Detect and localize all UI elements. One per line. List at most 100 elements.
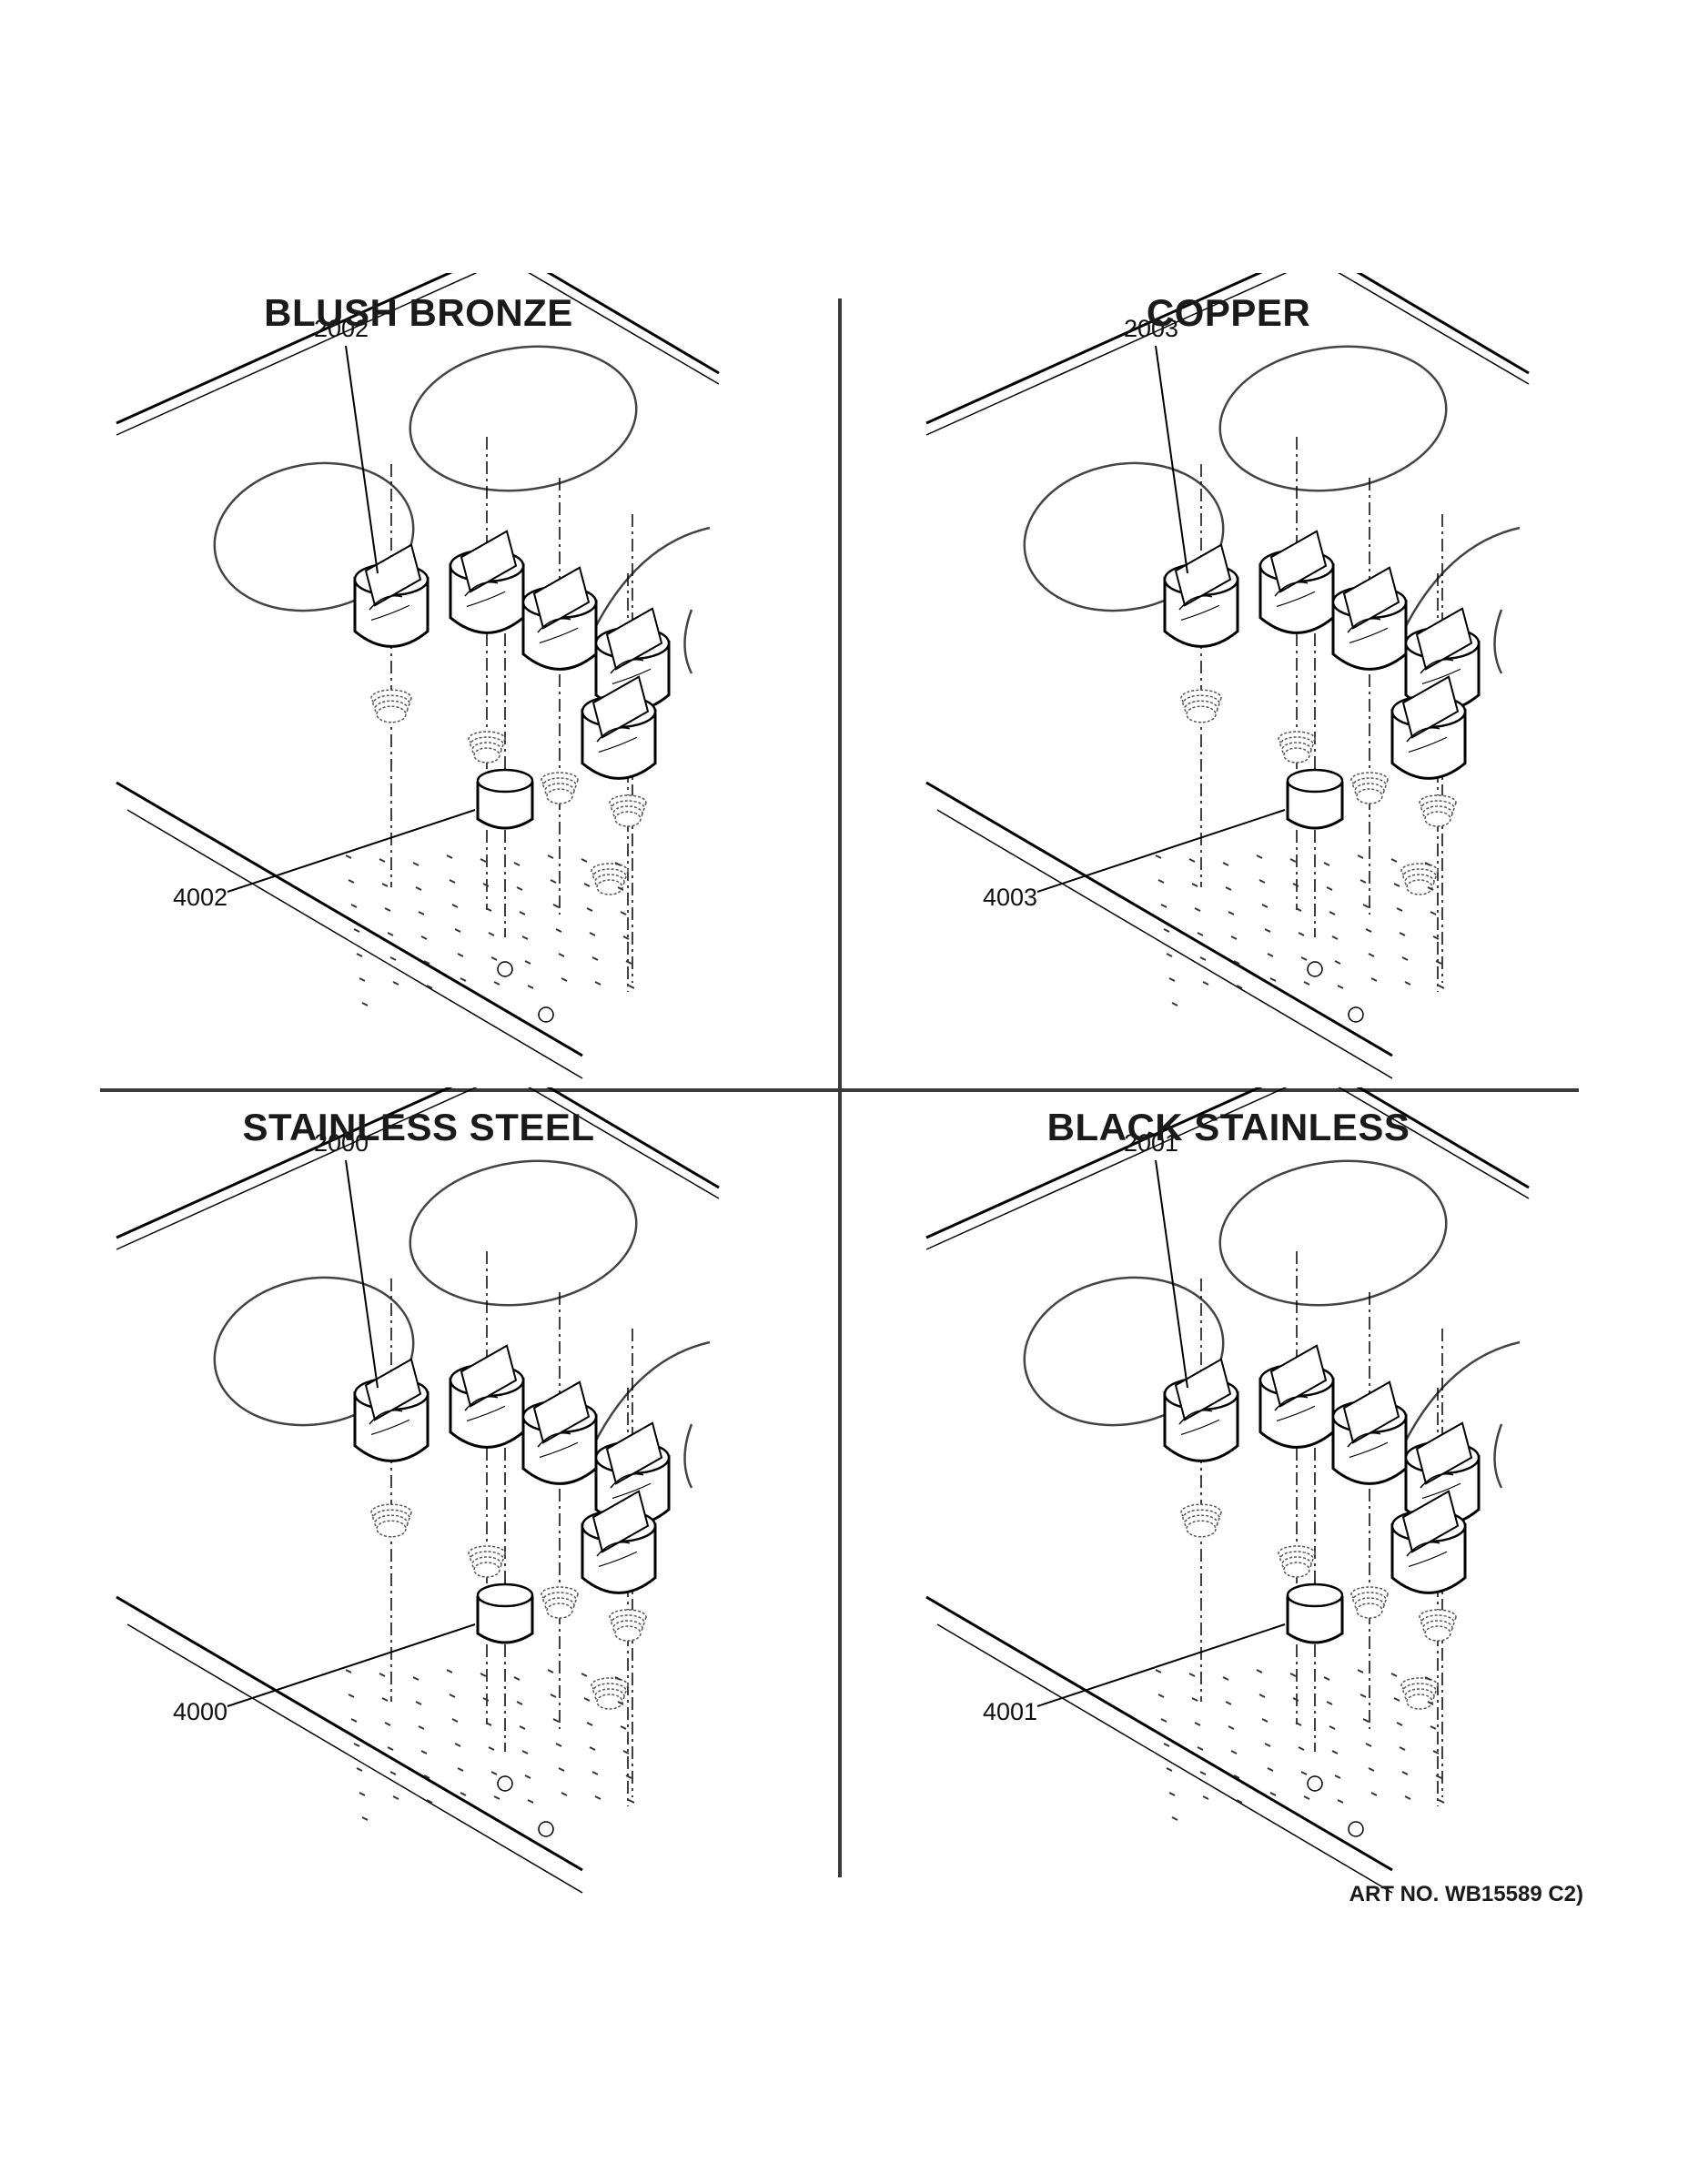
panel-marking — [1295, 1722, 1302, 1726]
panel-marking — [591, 1771, 599, 1775]
panel-marking — [513, 862, 521, 866]
panel-marking — [628, 985, 635, 989]
panel-marking — [1199, 1771, 1207, 1775]
panel-marking — [591, 956, 599, 961]
panel-marking — [359, 1792, 366, 1796]
knob-spring — [1278, 1545, 1316, 1578]
control-knob — [581, 1490, 657, 1594]
panel-marking — [1236, 1799, 1243, 1804]
panel-marking — [1256, 1669, 1263, 1673]
panel-marking — [1393, 1697, 1400, 1702]
panel-marking — [581, 858, 588, 863]
panel-marking — [345, 1669, 352, 1673]
panel-marking — [361, 1002, 369, 1006]
panel-marking — [1399, 932, 1406, 936]
panel-marking — [1365, 1743, 1372, 1747]
control-knob — [449, 530, 525, 634]
panel-marking — [1233, 1774, 1240, 1779]
panel-marking — [1362, 904, 1370, 908]
control-knob — [353, 543, 430, 648]
panel-marking — [1199, 956, 1207, 961]
cooktop-edge-inner — [925, 273, 1530, 436]
panel-marking — [1202, 981, 1209, 986]
panel-marking — [389, 956, 397, 961]
panel-marking — [620, 911, 627, 915]
panel-marking — [1160, 1718, 1167, 1723]
panel-marking — [1334, 1774, 1341, 1779]
panel-marking — [547, 1669, 554, 1673]
panel-marking — [555, 928, 562, 933]
burner-ring-far-right — [1493, 1423, 1503, 1489]
panel-marking — [392, 981, 399, 986]
panel-marking — [449, 879, 456, 884]
panel-marking — [586, 1722, 593, 1726]
panel-marking — [1292, 1697, 1299, 1702]
panel-marking — [1329, 911, 1336, 915]
panel-marking — [1370, 977, 1378, 982]
panel-marking — [552, 1718, 560, 1723]
panel-marking — [1357, 1669, 1364, 1673]
panel-marking — [1298, 932, 1305, 936]
cooktop-edge — [925, 1087, 1530, 1239]
panel-marking — [1233, 960, 1240, 965]
panel-marking — [1261, 904, 1269, 908]
knob-spring — [1419, 794, 1457, 827]
callout-leader — [1036, 809, 1286, 893]
panel-marking — [521, 1750, 529, 1754]
panel-marking — [513, 1676, 521, 1681]
control-knob — [1258, 1344, 1335, 1449]
knob-spring — [1419, 1609, 1457, 1642]
burner-ring-top — [409, 1159, 638, 1307]
panel-marking — [594, 981, 601, 986]
panel-marking — [451, 904, 459, 908]
panel-marking — [348, 879, 355, 884]
knob-spring — [609, 794, 647, 827]
panel-marking — [387, 1746, 394, 1751]
panel-marking — [1435, 1774, 1442, 1779]
panel-marking — [1359, 879, 1367, 884]
panel-marking — [1222, 1676, 1229, 1681]
control-knob — [1390, 1490, 1467, 1594]
panel-marking — [1267, 1767, 1274, 1772]
panel-marking — [1365, 928, 1372, 933]
panel-marking — [1393, 883, 1400, 887]
panel-marking — [614, 1676, 622, 1681]
panel-marking — [1264, 928, 1271, 933]
panel-marking — [1258, 1694, 1266, 1698]
panel-marking — [1427, 1701, 1434, 1705]
panel-marking — [1298, 1746, 1305, 1751]
panel-marking — [1357, 854, 1364, 859]
panel-marking — [1390, 1673, 1398, 1677]
panel-marking — [345, 854, 352, 859]
cap-knob — [476, 1582, 534, 1644]
knob-spring — [1180, 689, 1222, 723]
panel-marking — [527, 1799, 534, 1804]
panel-marking — [454, 928, 461, 933]
panel-marking — [516, 886, 523, 891]
panel-marking — [1228, 1725, 1235, 1730]
panel-marking — [628, 1799, 635, 1804]
panel-marking — [1295, 907, 1302, 912]
cap-part-number: 4001 — [983, 1698, 1037, 1725]
knob-spring — [541, 772, 579, 804]
panel-marking — [1303, 981, 1310, 986]
panel-marking — [1370, 1792, 1378, 1796]
panel-marking — [1401, 956, 1409, 961]
panel-marking — [1300, 1771, 1308, 1775]
panel-marking — [589, 932, 596, 936]
panel-marking — [412, 862, 419, 866]
panel-marking — [1438, 985, 1445, 989]
panel-marking — [1326, 886, 1333, 891]
panel-marking — [1230, 1750, 1238, 1754]
panel-marking — [451, 1718, 459, 1723]
panel-marking — [516, 1701, 523, 1705]
panel-marking — [1194, 1722, 1201, 1726]
cap-knob — [1286, 768, 1344, 830]
panel-indicator — [538, 1821, 554, 1837]
panel-marking — [558, 1767, 565, 1772]
panel-marking — [519, 911, 526, 915]
panel-indicator — [497, 1775, 513, 1792]
panel-indicator — [497, 961, 513, 977]
